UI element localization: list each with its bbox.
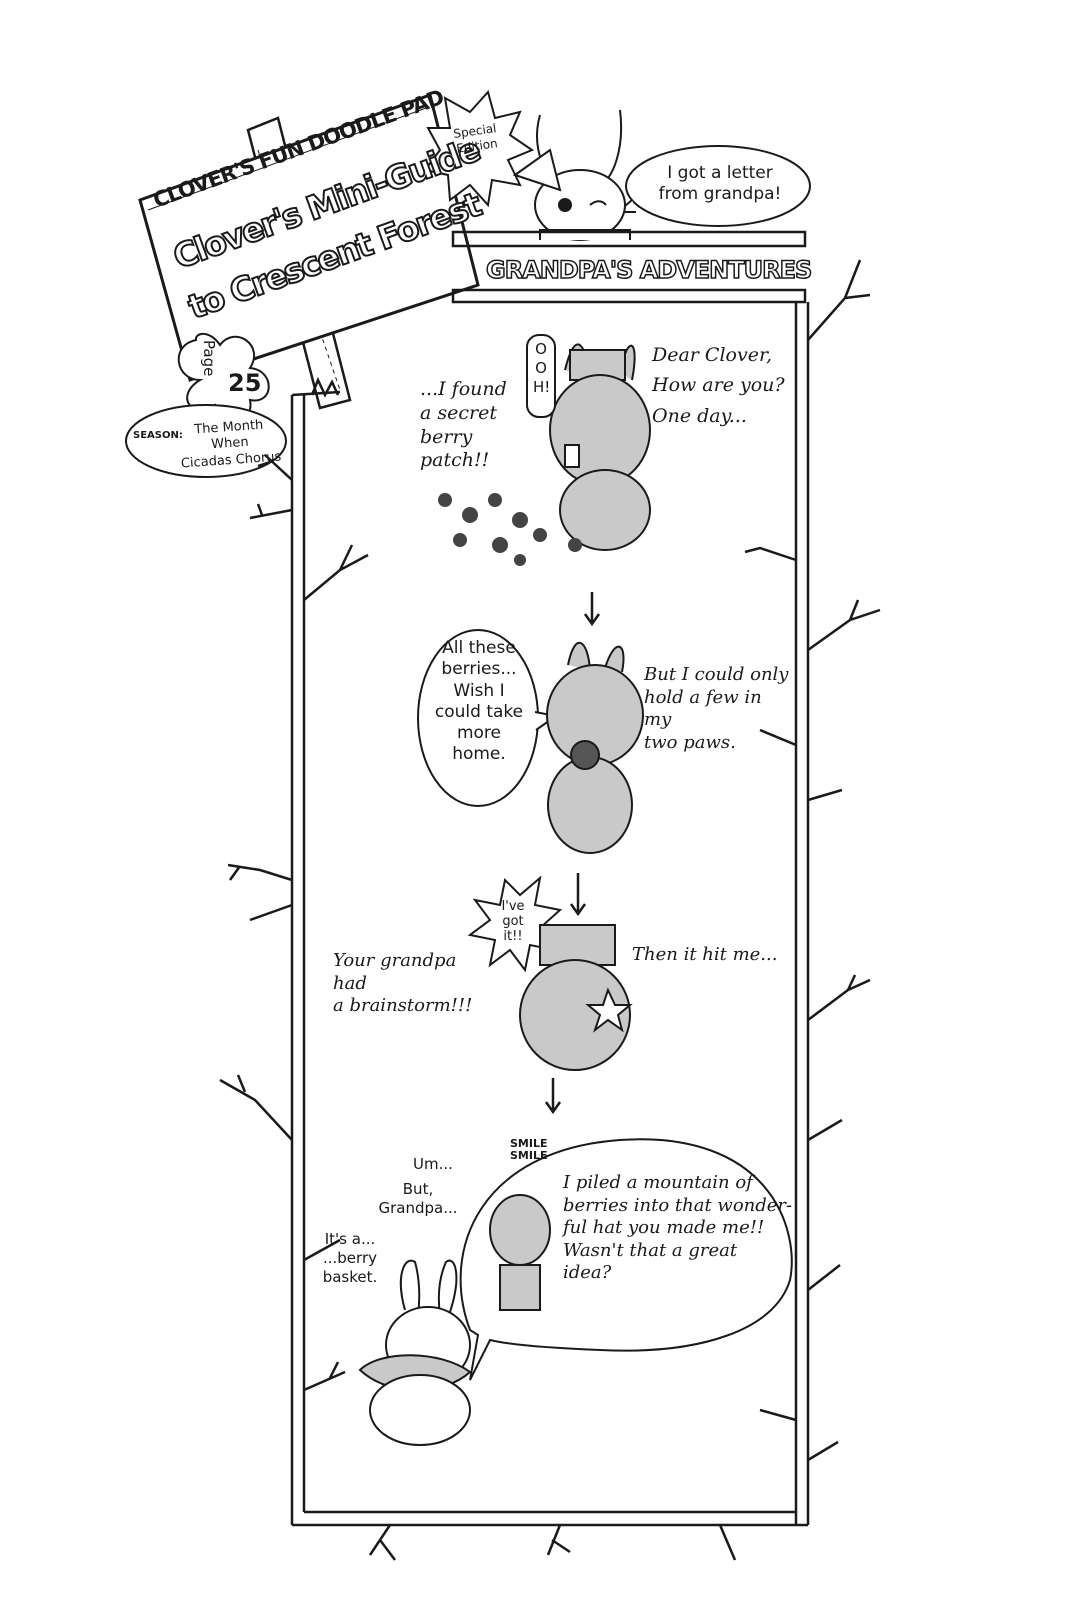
clover-speech-text: I got a letter from grandpa! xyxy=(658,163,782,205)
tree-frame xyxy=(219,230,881,1561)
panel4-speech-bubble xyxy=(459,1138,793,1381)
panel2-speech-text: All these berries... Wish I could take m… xyxy=(434,638,524,765)
season-bubble xyxy=(125,404,287,478)
season-label: SEASON: xyxy=(133,430,183,441)
season-value: The Month When Cicadas Chorus xyxy=(180,417,282,471)
special-edition-burst xyxy=(423,89,535,208)
clover-berry-basket: It's a... ...berry basket. xyxy=(322,1230,378,1286)
panel3-burst-text: I've got it!! xyxy=(501,899,525,944)
grandpa-idea xyxy=(519,924,633,1071)
page-label: Page xyxy=(200,340,218,377)
grandpa-mini xyxy=(489,1194,551,1311)
clover-um: Um... xyxy=(413,1155,453,1173)
page-clover-tag xyxy=(177,332,270,423)
panel1-caption: ...I found a secret berry patch!! xyxy=(420,378,507,472)
clover-bunny-peeking xyxy=(512,109,631,241)
panel2-speech-bubble xyxy=(417,629,559,807)
panel1-ooh: OOH! xyxy=(533,340,551,396)
grandpa-holding-berries xyxy=(546,641,644,854)
smile-smile-sfx: SMILE SMILE xyxy=(510,1137,548,1163)
panel2-narration: But I could only hold a few in my two pa… xyxy=(644,664,789,753)
grandpa-bunny-berries xyxy=(438,343,651,566)
ive-got-it-burst xyxy=(467,875,563,973)
panel4-speech-text: I piled a mountain of berries into that … xyxy=(563,1172,793,1283)
grandpas-adventures-banner: GRANDPA'S ADVENTURES xyxy=(485,255,813,285)
clover-with-basket xyxy=(358,1259,472,1446)
page-number: 25 xyxy=(228,369,262,397)
clover-but-grandpa: But, Grandpa... xyxy=(378,1180,458,1217)
panel1-narration: Dear Clover, How are you? One day... xyxy=(652,344,785,427)
ooh-bubble xyxy=(526,334,556,418)
panel3-caption: Your grandpa had a brainstorm!!! xyxy=(333,950,473,1016)
sign-board xyxy=(138,93,480,382)
flow-arrows xyxy=(544,592,601,1115)
panel3-narration: Then it hit me... xyxy=(632,944,778,965)
